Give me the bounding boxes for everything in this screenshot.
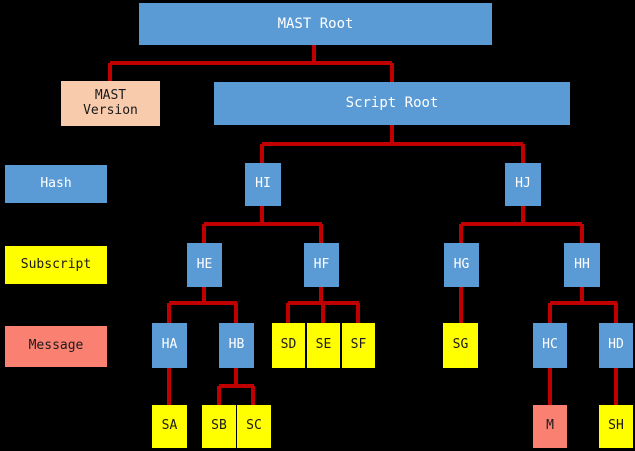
node-sc[interactable]: SC <box>237 405 271 448</box>
node-se-label: SE <box>315 337 332 353</box>
node-hd-label: HD <box>608 337 624 353</box>
node-sf[interactable]: SF <box>342 323 375 368</box>
node-m-label: M <box>546 418 554 434</box>
node-sh-label: SH <box>608 418 624 434</box>
node-mast-version-label: MAST Version <box>83 87 138 118</box>
edge-hg-sg <box>459 287 463 324</box>
node-mast-root-label: MAST Root <box>277 15 354 32</box>
node-hg[interactable]: HG <box>444 243 479 287</box>
edge-hc-m <box>548 368 552 406</box>
edge-scriptroot-bus <box>262 142 523 146</box>
edge-to-mastversion <box>108 63 112 82</box>
edge-to-hd <box>614 303 618 324</box>
node-sb[interactable]: SB <box>202 405 236 448</box>
edge-to-se <box>321 303 325 324</box>
node-hi[interactable]: HI <box>245 163 281 206</box>
node-se[interactable]: SE <box>307 323 340 368</box>
node-sa[interactable]: SA <box>152 405 187 448</box>
node-hc[interactable]: HC <box>533 323 567 368</box>
edge-scriptroot-stem <box>390 125 394 145</box>
edge-to-hc <box>548 303 552 324</box>
legend-subscript-label: Subscript <box>20 256 92 272</box>
edge-hf-stem <box>319 287 323 305</box>
node-sc-label: SC <box>246 418 262 434</box>
node-sg-label: SG <box>452 337 469 353</box>
node-sb-label: SB <box>211 418 227 434</box>
node-ha[interactable]: HA <box>152 323 187 368</box>
node-hc-label: HC <box>542 337 558 353</box>
edge-hh-stem <box>580 287 584 305</box>
edge-hb-bus <box>219 384 254 388</box>
edge-hi-bus <box>204 222 322 226</box>
edge-hi-stem <box>260 206 264 225</box>
legend-message-label: Message <box>28 338 84 354</box>
node-hj[interactable]: HJ <box>505 163 541 206</box>
node-hb[interactable]: HB <box>219 323 254 368</box>
edge-to-sc <box>251 386 255 406</box>
node-hg-label: HG <box>453 256 470 272</box>
node-sd[interactable]: SD <box>272 323 305 368</box>
edge-hb-stem <box>234 368 238 387</box>
edge-to-hb <box>234 303 238 324</box>
legend-hash[interactable]: Hash <box>5 165 107 203</box>
node-he[interactable]: HE <box>187 243 222 287</box>
node-sg[interactable]: SG <box>443 323 478 368</box>
edge-to-sd <box>286 303 290 324</box>
edge-to-hh <box>580 224 584 244</box>
edge-hj-stem <box>521 206 525 225</box>
legend-hash-label: Hash <box>40 175 72 191</box>
edge-hd-sh <box>614 368 618 406</box>
node-he-label: HE <box>196 256 213 272</box>
edge-hh-bus <box>550 301 617 305</box>
node-sf-label: SF <box>350 337 367 353</box>
edge-to-hj <box>521 144 525 164</box>
edge-to-sf <box>356 303 360 324</box>
edge-hj-bus <box>461 222 582 226</box>
node-hd[interactable]: HD <box>599 323 633 368</box>
edge-to-hf <box>319 224 323 244</box>
edge-mastroot-stem <box>312 45 316 65</box>
edge-to-hg <box>459 224 463 244</box>
node-sh[interactable]: SH <box>599 405 633 448</box>
edge-he-stem <box>202 287 206 305</box>
node-hj-label: HJ <box>515 176 531 192</box>
node-script-root-label: Script Root <box>345 95 439 112</box>
legend-subscript[interactable]: Subscript <box>5 246 107 284</box>
node-hh-label: HH <box>574 256 590 272</box>
edge-he-bus <box>169 301 237 305</box>
node-hh[interactable]: HH <box>564 243 600 287</box>
node-sd-label: SD <box>280 337 297 353</box>
node-script-root[interactable]: Script Root <box>214 82 570 125</box>
node-hb-label: HB <box>228 337 245 353</box>
legend-message[interactable]: Message <box>5 326 107 367</box>
node-mast-root[interactable]: MAST Root <box>139 3 492 45</box>
edge-to-scriptroot <box>390 63 394 83</box>
node-m[interactable]: M <box>533 405 567 448</box>
edge-mastroot-bus <box>110 61 392 65</box>
node-ha-label: HA <box>161 337 178 353</box>
edge-to-sb <box>217 386 221 406</box>
node-hi-label: HI <box>255 176 271 192</box>
edge-to-hi <box>260 144 264 164</box>
node-sa-label: SA <box>161 418 178 434</box>
node-hf[interactable]: HF <box>304 243 339 287</box>
edge-to-ha <box>167 303 171 324</box>
edge-to-he <box>202 224 206 244</box>
node-mast-version[interactable]: MAST Version <box>61 81 160 126</box>
edge-ha-sa <box>167 368 171 406</box>
node-hf-label: HF <box>313 256 330 272</box>
